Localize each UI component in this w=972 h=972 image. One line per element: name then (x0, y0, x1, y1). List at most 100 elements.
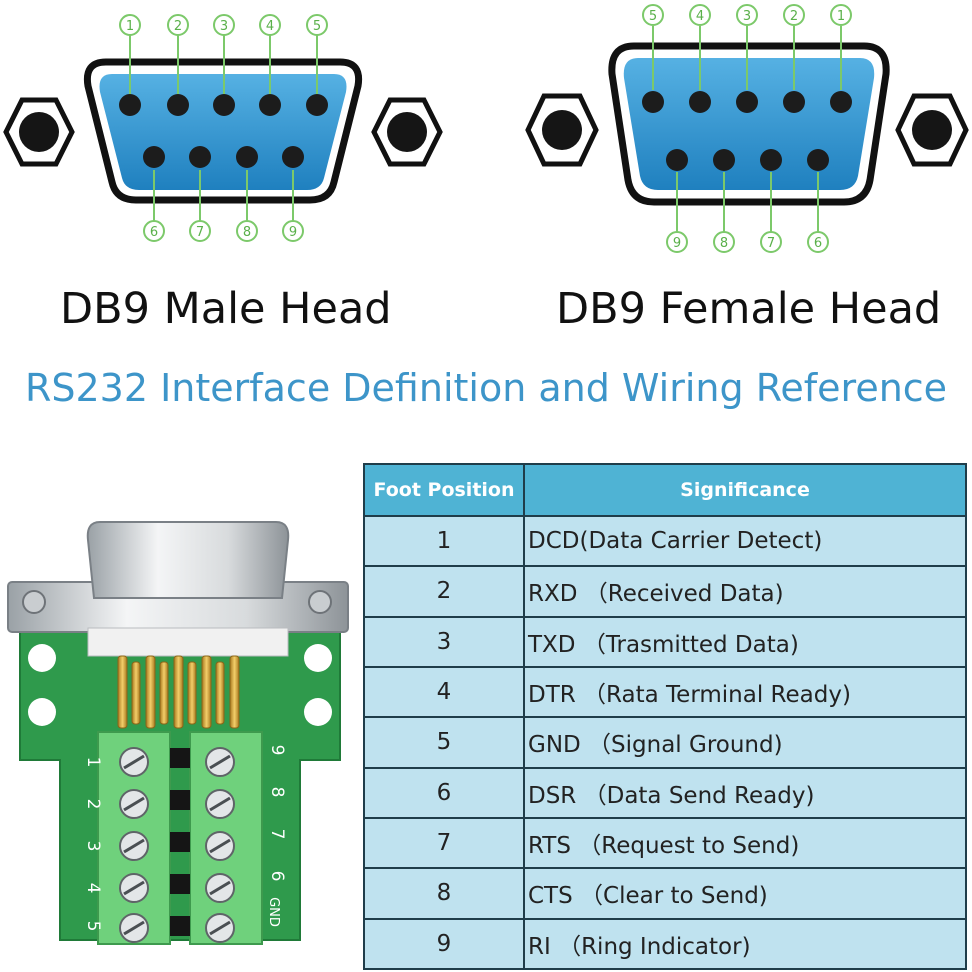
foot-position-cell: 1 (363, 514, 525, 568)
female-pin-socket (807, 149, 829, 171)
solder-pin (173, 655, 184, 729)
significance-cell: RI （Ring Indicator) (523, 917, 967, 971)
significance-cell: RTS （Request to Send) (523, 816, 967, 870)
female-pin-socket (830, 91, 852, 113)
pcb-terminal-label: 4 (83, 883, 103, 894)
male-pin-label: 8 (243, 225, 251, 240)
female-pin-label: 3 (743, 9, 751, 24)
pcb-mount-hole (28, 644, 56, 672)
db9-breakout-board: 1 2 3 4 5 9 8 7 6 GND (7, 521, 349, 945)
pcb-mount-hole (304, 698, 332, 726)
female-pin-label: 5 (649, 9, 657, 24)
male-caption: DB9 Male Head (60, 284, 392, 334)
male-pin-label: 7 (196, 225, 204, 240)
male-pin-label: 6 (150, 225, 158, 240)
female-pin-label: 1 (837, 9, 845, 24)
male-pin (213, 94, 235, 116)
table-header-row: Foot Position Significance (363, 463, 967, 517)
female-pin-label: 8 (720, 236, 728, 251)
significance-cell: CTS （Clear to Send) (523, 867, 967, 920)
foot-position-cell: 3 (363, 615, 525, 668)
male-pin (167, 94, 189, 116)
female-pin-socket (642, 91, 664, 113)
female-pin-socket (666, 149, 688, 171)
male-pin-label: 2 (174, 19, 182, 34)
female-left-screw-hole (542, 110, 582, 150)
significance-cell: DTR （Rata Terminal Ready) (523, 665, 967, 719)
pcb-terminal-label: 8 (267, 787, 287, 798)
connector-white-base (87, 627, 289, 657)
solder-pin (131, 661, 141, 725)
connector-hood (86, 521, 290, 599)
pcb-terminal-label: 2 (83, 799, 103, 810)
male-pin (143, 146, 165, 168)
pcb-terminal-label: GND (266, 897, 281, 927)
pcb-terminal-label: 7 (267, 829, 287, 840)
solder-pin (201, 655, 212, 729)
male-pin-label: 1 (126, 19, 134, 34)
female-pin-label: 7 (767, 236, 775, 251)
male-pin (259, 94, 281, 116)
significance-cell: DSR （Data Send Ready) (523, 766, 967, 819)
male-pin (282, 146, 304, 168)
female-pin-label: 4 (696, 9, 704, 24)
male-pin (189, 146, 211, 168)
db9-male-connector: 1 2 3 4 5 6 7 8 9 (3, 14, 443, 242)
male-right-screw-hole (387, 112, 427, 152)
male-pin-label: 3 (220, 19, 228, 34)
female-pin-label: 2 (790, 9, 798, 24)
female-pin-socket (760, 149, 782, 171)
solder-pin (229, 655, 240, 729)
flange-screw (308, 590, 332, 614)
significance-cell: GND （Signal Ground) (523, 716, 967, 769)
male-left-screw-hole (19, 112, 59, 152)
pcb-terminal-label: 3 (83, 841, 103, 852)
significance-cell: TXD （Trasmitted Data) (523, 615, 967, 668)
pcb-terminal-label: 9 (267, 745, 287, 756)
foot-position-cell: 2 (363, 565, 525, 618)
female-pin-socket (736, 91, 758, 113)
column-header-significance: Significance (523, 463, 967, 517)
female-shell-face (623, 58, 875, 190)
solder-pin (117, 655, 128, 729)
foot-position-cell: 7 (363, 816, 525, 870)
foot-position-cell: 8 (363, 867, 525, 920)
pcb-terminal-label: 6 (267, 871, 287, 882)
solder-pin (145, 655, 156, 729)
male-pin-label: 9 (289, 225, 297, 240)
pcb-terminal-label: 5 (83, 921, 103, 932)
foot-position-cell: 9 (363, 917, 525, 971)
foot-position-cell: 4 (363, 665, 525, 719)
male-pin (119, 94, 141, 116)
pcb-mount-hole (28, 698, 56, 726)
column-header-foot-position: Foot Position (363, 463, 525, 517)
solder-pin (215, 661, 225, 725)
female-right-screw-hole (912, 110, 952, 150)
female-pin-socket (783, 91, 805, 113)
male-pin (236, 146, 258, 168)
female-pin-socket (713, 149, 735, 171)
male-pin (306, 94, 328, 116)
significance-cell: RXD （Received Data) (523, 565, 967, 618)
page-title: RS232 Interface Definition and Wiring Re… (24, 366, 948, 410)
foot-position-cell: 6 (363, 766, 525, 819)
male-pin-label: 5 (313, 19, 321, 34)
db9-female-connector: 5 4 3 2 1 9 8 7 6 (525, 4, 969, 253)
solder-pin (159, 661, 169, 725)
female-pin-label: 6 (814, 236, 822, 251)
female-pin-socket (689, 91, 711, 113)
foot-position-cell: 5 (363, 716, 525, 769)
significance-cell: DCD(Data Carrier Detect) (523, 514, 967, 568)
female-pin-label: 9 (673, 236, 681, 251)
